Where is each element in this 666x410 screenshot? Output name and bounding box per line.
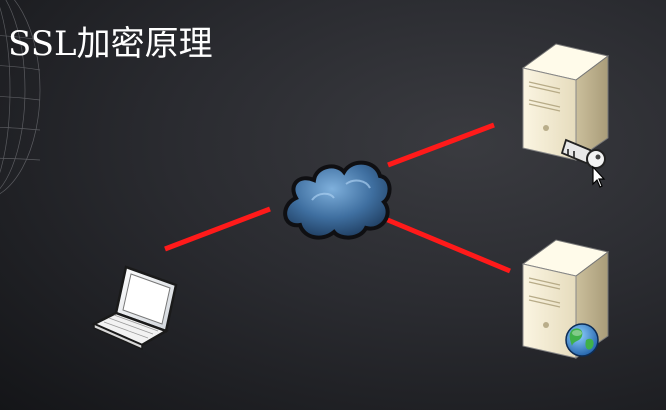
link-cloud-keyserver	[387, 122, 495, 168]
cloud-icon	[283, 160, 392, 240]
link-cloud-webserver	[382, 215, 511, 274]
server-icon	[521, 43, 610, 161]
slide-title: SSL加密原理	[8, 24, 213, 64]
decorative-wireframe	[0, 0, 41, 195]
laptop-icon	[91, 265, 178, 351]
connection-lines	[164, 122, 511, 274]
cursor-icon	[592, 165, 606, 188]
link-laptop-cloud	[164, 206, 271, 252]
globe-icon	[565, 323, 599, 357]
key-icon	[560, 138, 606, 169]
